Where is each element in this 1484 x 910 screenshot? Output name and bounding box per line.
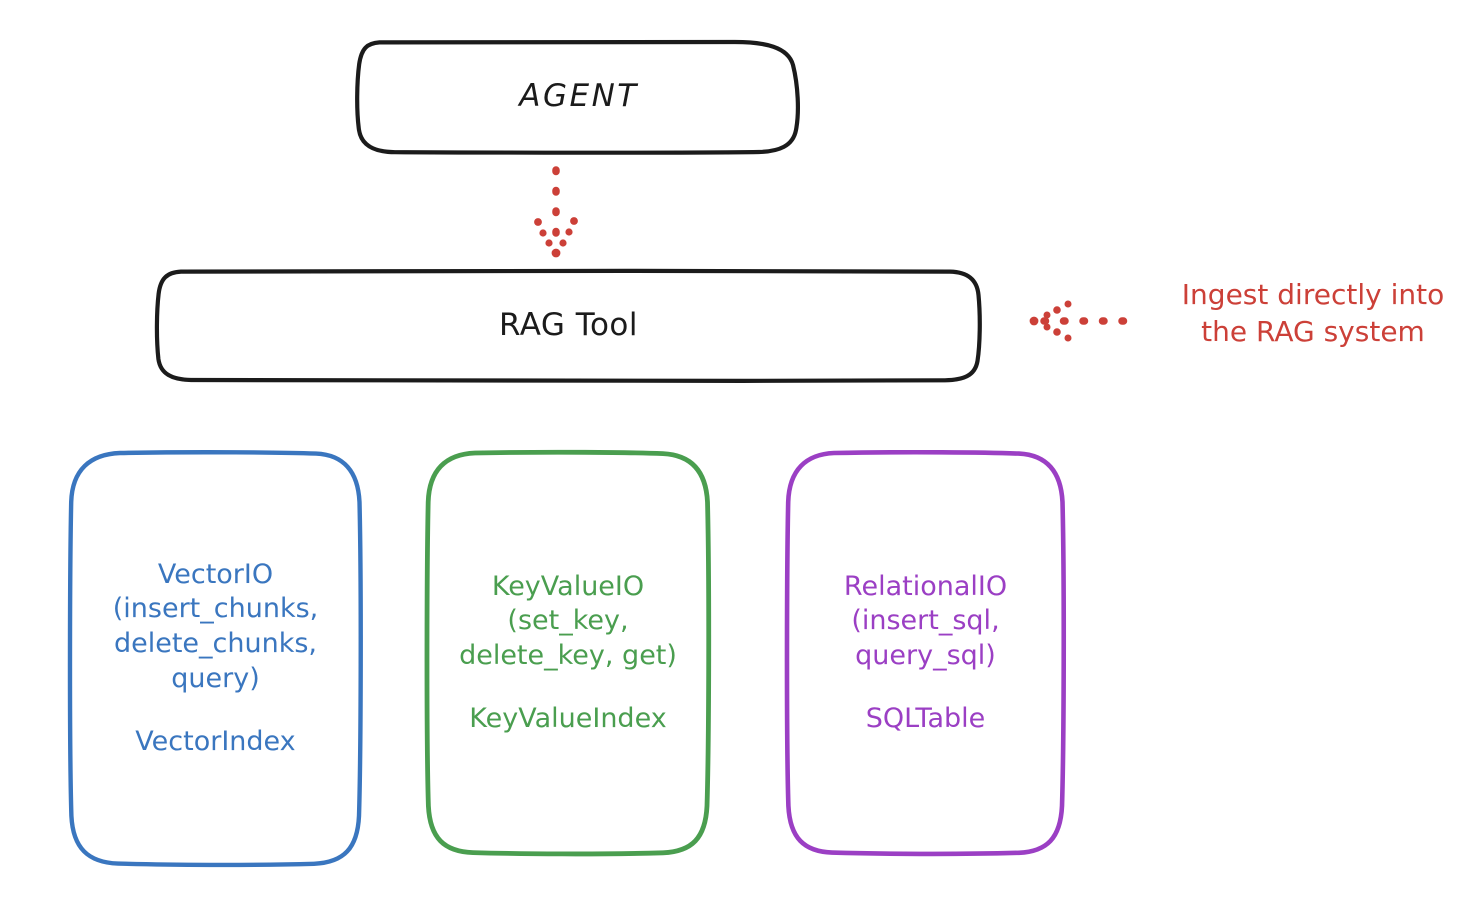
ingest-annotation-text: Ingest directly into the RAG system (1181, 278, 1445, 349)
vector-io-sub-label: VectorIndex (135, 726, 296, 758)
vector-io-box-outline (67, 450, 363, 868)
relational-io-label: RelationalIO (insert_sql, query_sql) (843, 570, 1008, 671)
key-value-io-box-outline (424, 449, 712, 857)
key-value-io-text-group: KeyValueIO (set_key, delete_key, get) Ke… (459, 550, 677, 756)
relational-io-box-outline (784, 449, 1067, 857)
relational-io-sub-label: SQLTable (865, 703, 986, 735)
vector-io-text-group: VectorIO (insert_chunks, delete_chunks, … (113, 538, 318, 778)
node-key-value-io[interactable]: KeyValueIO (set_key, delete_key, get) Ke… (424, 449, 712, 857)
node-agent[interactable]: AGENT (355, 39, 803, 155)
key-value-io-sub-label: KeyValueIndex (469, 703, 667, 735)
connector-ingest-to-rag-tool (1029, 300, 1129, 342)
vector-io-label: VectorIO (insert_chunks, delete_chunks, … (112, 558, 319, 694)
node-rag-tool[interactable]: RAG Tool (154, 268, 982, 384)
node-vector-io[interactable]: VectorIO (insert_chunks, delete_chunks, … (67, 450, 363, 868)
rag-tool-label: RAG Tool (498, 306, 639, 343)
node-relational-io[interactable]: RelationalIO (insert_sql, query_sql) SQL… (784, 449, 1067, 857)
relational-io-text-group: RelationalIO (insert_sql, query_sql) SQL… (844, 550, 1007, 756)
agent-label: AGENT (519, 78, 639, 115)
key-value-io-label: KeyValueIO (set_key, delete_key, get) (459, 570, 677, 671)
agent-box-outline (355, 39, 800, 155)
connector-agent-to-rag-tool (534, 166, 578, 258)
rag-tool-box-outline (154, 268, 982, 384)
